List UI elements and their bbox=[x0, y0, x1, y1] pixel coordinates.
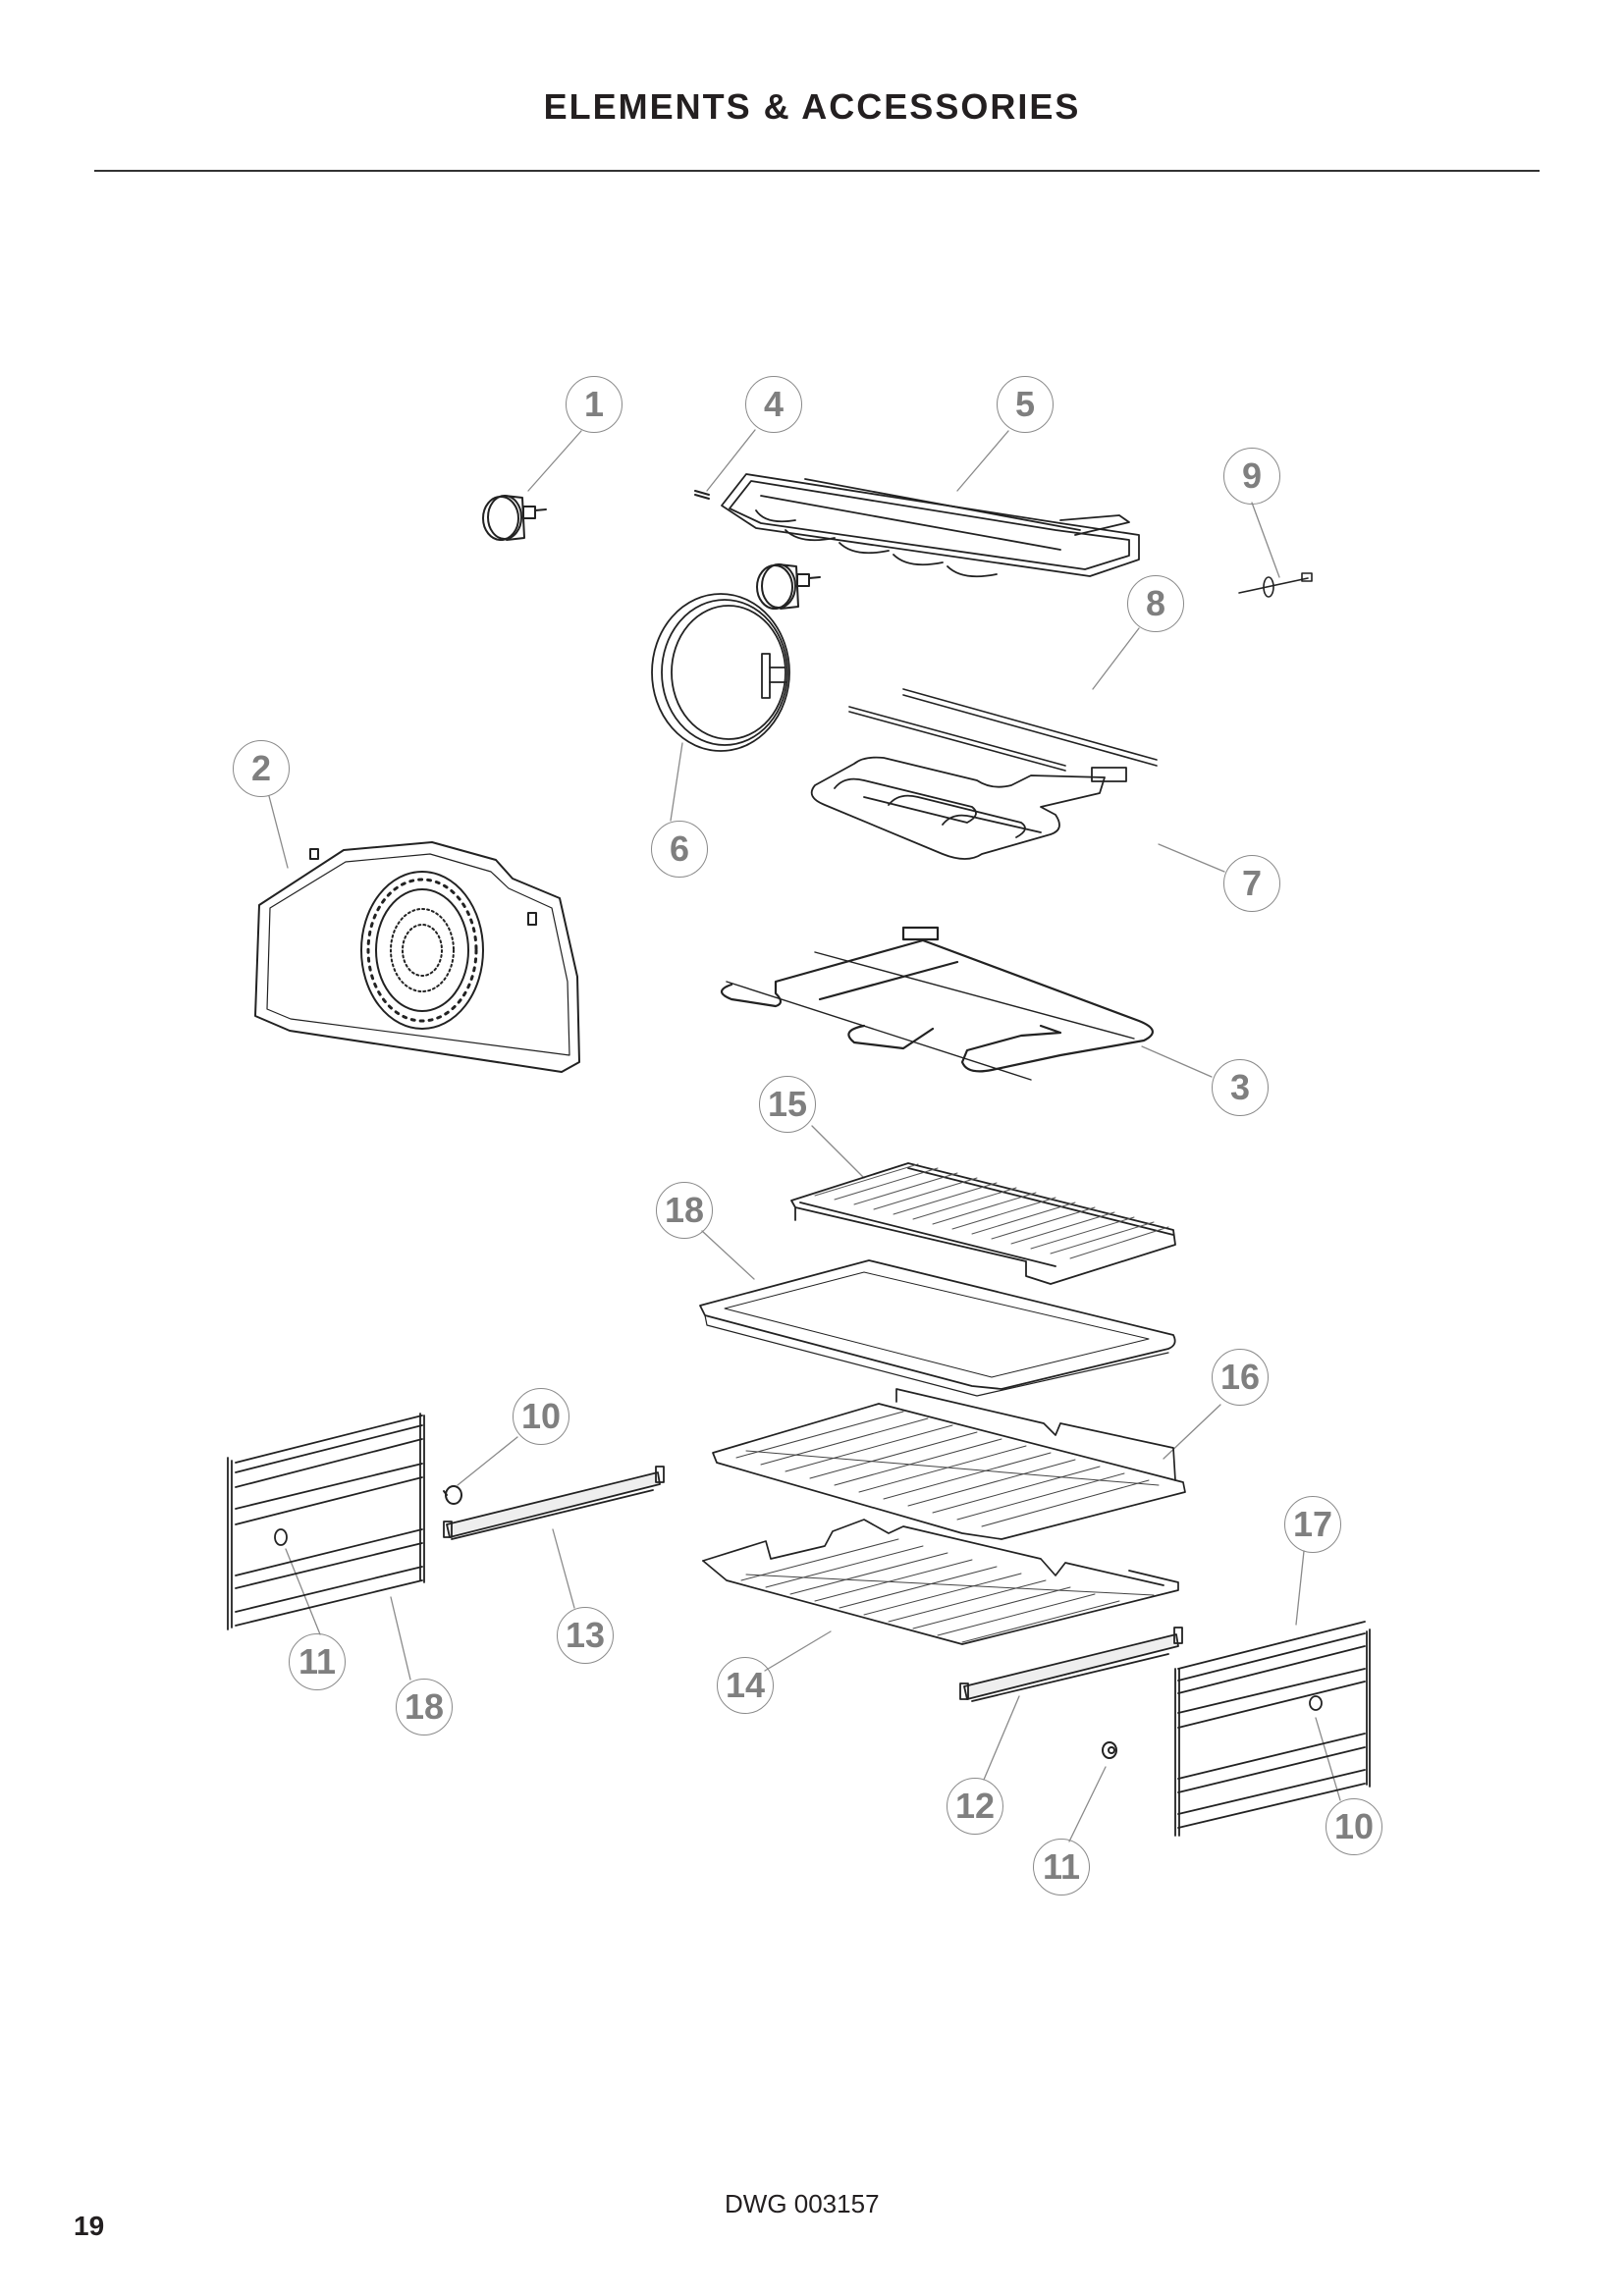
callout-circular-fan-element: 6 bbox=[651, 821, 708, 878]
callout-thermostat-knob: 1 bbox=[566, 376, 623, 433]
callout-shelf-runner-stud: 10 bbox=[1326, 1798, 1382, 1855]
callout-fastener-clip: 4 bbox=[745, 376, 802, 433]
page-title: ELEMENTS & ACCESSORIES bbox=[543, 86, 1081, 127]
grill-rack-drawing bbox=[790, 1162, 1176, 1285]
top-grill-element-drawing bbox=[721, 473, 1140, 578]
inner-grill-element-drawing bbox=[810, 756, 1127, 860]
callout-side-rack-nut: 11 bbox=[289, 1633, 346, 1690]
drawing-number: DWG 003157 bbox=[725, 2189, 880, 2218]
callout-left-telescopic-runner: 13 bbox=[557, 1607, 614, 1664]
title-divider bbox=[94, 170, 1540, 172]
callout-shelf-runner-stud: 10 bbox=[513, 1388, 569, 1445]
leader-lines bbox=[268, 429, 1341, 1842]
callout-right-side-rack: 17 bbox=[1284, 1496, 1341, 1553]
right-side-rack-drawing bbox=[1174, 1621, 1371, 1837]
left-side-rack-drawing bbox=[227, 1413, 425, 1630]
thermostat-knob-drawing-2 bbox=[756, 563, 821, 610]
thermostat-knob-drawing bbox=[482, 495, 547, 541]
callout-top-grill-element: 5 bbox=[997, 376, 1054, 433]
baking-tray-drawing bbox=[699, 1259, 1176, 1397]
wire-shelf-drawing bbox=[712, 1388, 1186, 1540]
callout-support-rods: 8 bbox=[1127, 575, 1184, 632]
right-telescopic-runner-drawing bbox=[959, 1627, 1183, 1702]
callout-temperature-probe: 9 bbox=[1223, 448, 1280, 505]
callout-fan-cover-back-panel: 2 bbox=[233, 740, 290, 797]
support-rods-drawing bbox=[848, 688, 1158, 772]
fan-cover-back-panel-drawing bbox=[254, 841, 580, 1073]
shelf-runner-stud-drawing bbox=[443, 1485, 462, 1505]
page-number: 19 bbox=[74, 2211, 105, 2241]
callout-bottom-element: 3 bbox=[1212, 1059, 1269, 1116]
callout-grill-rack: 15 bbox=[759, 1076, 816, 1133]
circular-fan-element-drawing bbox=[651, 593, 790, 752]
left-telescopic-runner-drawing bbox=[443, 1466, 665, 1540]
temperature-probe-drawing bbox=[1238, 572, 1313, 598]
callout-baking-tray: 18 bbox=[656, 1182, 713, 1239]
bottom-element-drawing bbox=[720, 926, 1154, 1081]
callout-inner-grill-element: 7 bbox=[1223, 855, 1280, 912]
callout-wire-shelf: 16 bbox=[1212, 1349, 1269, 1406]
callout-side-rack-nut: 11 bbox=[1033, 1839, 1090, 1896]
wire-basket-shelf-drawing bbox=[702, 1519, 1179, 1645]
fastener-clip-drawing bbox=[694, 490, 710, 500]
callout-right-telescopic-runner: 12 bbox=[947, 1778, 1003, 1835]
callout-left-side-rack: 18 bbox=[396, 1679, 453, 1735]
callout-wire-basket-shelf: 14 bbox=[717, 1657, 774, 1714]
side-rack-nut-drawing bbox=[1102, 1741, 1117, 1759]
